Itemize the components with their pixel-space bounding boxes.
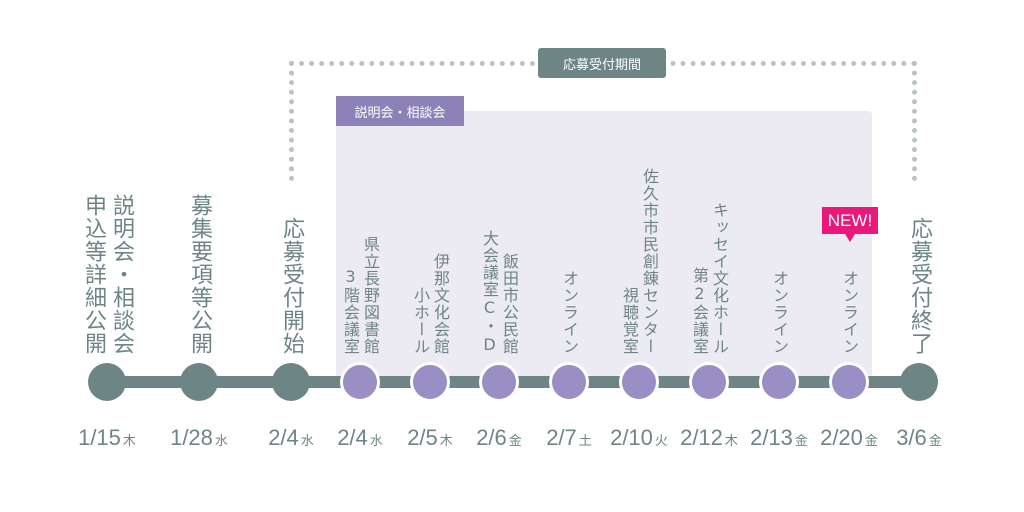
date-text: 3/6 [896, 425, 927, 450]
weekday-text: 金 [794, 433, 808, 448]
date-text: 2/10 [610, 425, 653, 450]
event-label: 応募受付開始 [279, 217, 304, 355]
event-label: 県立長野図書館 3階会議室 [341, 236, 380, 355]
date-text: 2/7 [546, 425, 577, 450]
event-label: 伊那文化会館 小ホール [411, 253, 450, 355]
weekday-text: 水 [369, 433, 383, 448]
event-marker [549, 362, 589, 402]
event-label: 飯田市公民館 大会議室C・D [480, 230, 519, 355]
weekday-text: 金 [928, 433, 942, 448]
weekday-text: 水 [300, 433, 314, 448]
event-label: オンライン [770, 270, 789, 355]
event-marker [759, 362, 799, 402]
date-text: 1/15 [78, 425, 121, 450]
date-text: 2/4 [268, 425, 299, 450]
event-marker [272, 363, 310, 401]
event-marker [619, 362, 659, 402]
weekday-text: 金 [864, 433, 878, 448]
date-text: 2/20 [820, 425, 863, 450]
weekday-text: 水 [214, 433, 228, 448]
event-marker [829, 362, 869, 402]
session-period-area [336, 111, 872, 383]
weekday-text: 火 [654, 433, 668, 448]
event-marker [180, 363, 218, 401]
event-label: オンライン [560, 270, 579, 355]
session-period-label: 説明会・相談会 [336, 96, 464, 126]
weekday-text: 木 [122, 433, 136, 448]
event-label: キッセイ文化ホール 第2会議室 [690, 202, 729, 355]
date-text: 1/28 [170, 425, 213, 450]
weekday-text: 土 [578, 433, 592, 448]
event-label: オンライン [840, 270, 859, 355]
event-marker [479, 362, 519, 402]
new-badge: NEW! [822, 207, 878, 242]
event-marker [88, 363, 126, 401]
event-marker [900, 363, 938, 401]
event-marker [689, 362, 729, 402]
weekday-text: 金 [508, 433, 522, 448]
date-text: 2/13 [750, 425, 793, 450]
event-label: 応募受付終了 [907, 217, 932, 355]
event-label: 説明会・相談会 申込等詳細公開 [81, 194, 134, 355]
event-marker [340, 362, 380, 402]
application-period-label: 応募受付期間 [538, 48, 666, 78]
event-marker [410, 362, 450, 402]
date-text: 2/6 [476, 425, 507, 450]
date-text: 2/4 [337, 425, 368, 450]
event-label: 佐久市市民創錬センター 視聴覚室 [620, 168, 659, 355]
date-text: 2/5 [407, 425, 438, 450]
weekday-text: 木 [439, 433, 453, 448]
date-text: 2/12 [680, 425, 723, 450]
weekday-text: 木 [724, 433, 738, 448]
event-label: 募集要項等公開 [187, 194, 212, 355]
